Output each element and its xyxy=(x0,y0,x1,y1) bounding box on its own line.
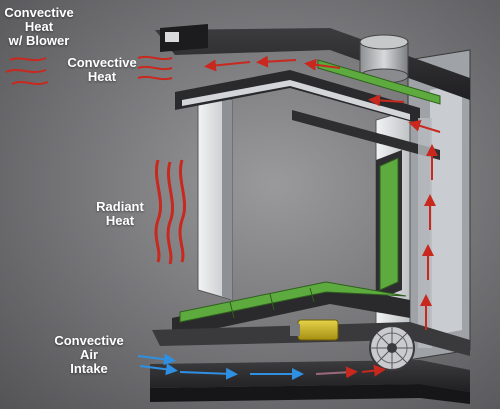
label-convective-air-intake: Convective Air Intake xyxy=(54,333,124,376)
top-heat-flow-arrows xyxy=(204,55,441,133)
firebox-floor xyxy=(172,281,410,338)
label-convective-heat-blower: Convective Heat w/ Blower xyxy=(4,5,74,48)
label-radiant-heat: Radiant Heat xyxy=(96,199,144,228)
top-hood xyxy=(155,24,470,124)
radiant-heat-waves xyxy=(154,159,187,265)
bottom-blower-motor xyxy=(290,319,339,341)
heat-wisps-blower xyxy=(5,57,49,85)
bottom-blower-fan xyxy=(369,325,415,371)
intake-air-arrows xyxy=(137,353,386,380)
label-convective-heat-top: Convective Heat xyxy=(67,55,137,84)
left-side-panel xyxy=(197,87,233,301)
heat-wisps-top xyxy=(137,55,173,81)
firebox-back-wall xyxy=(376,150,402,300)
rear-convection-channel xyxy=(418,118,432,348)
rear-heat-flow-arrows xyxy=(420,144,438,330)
